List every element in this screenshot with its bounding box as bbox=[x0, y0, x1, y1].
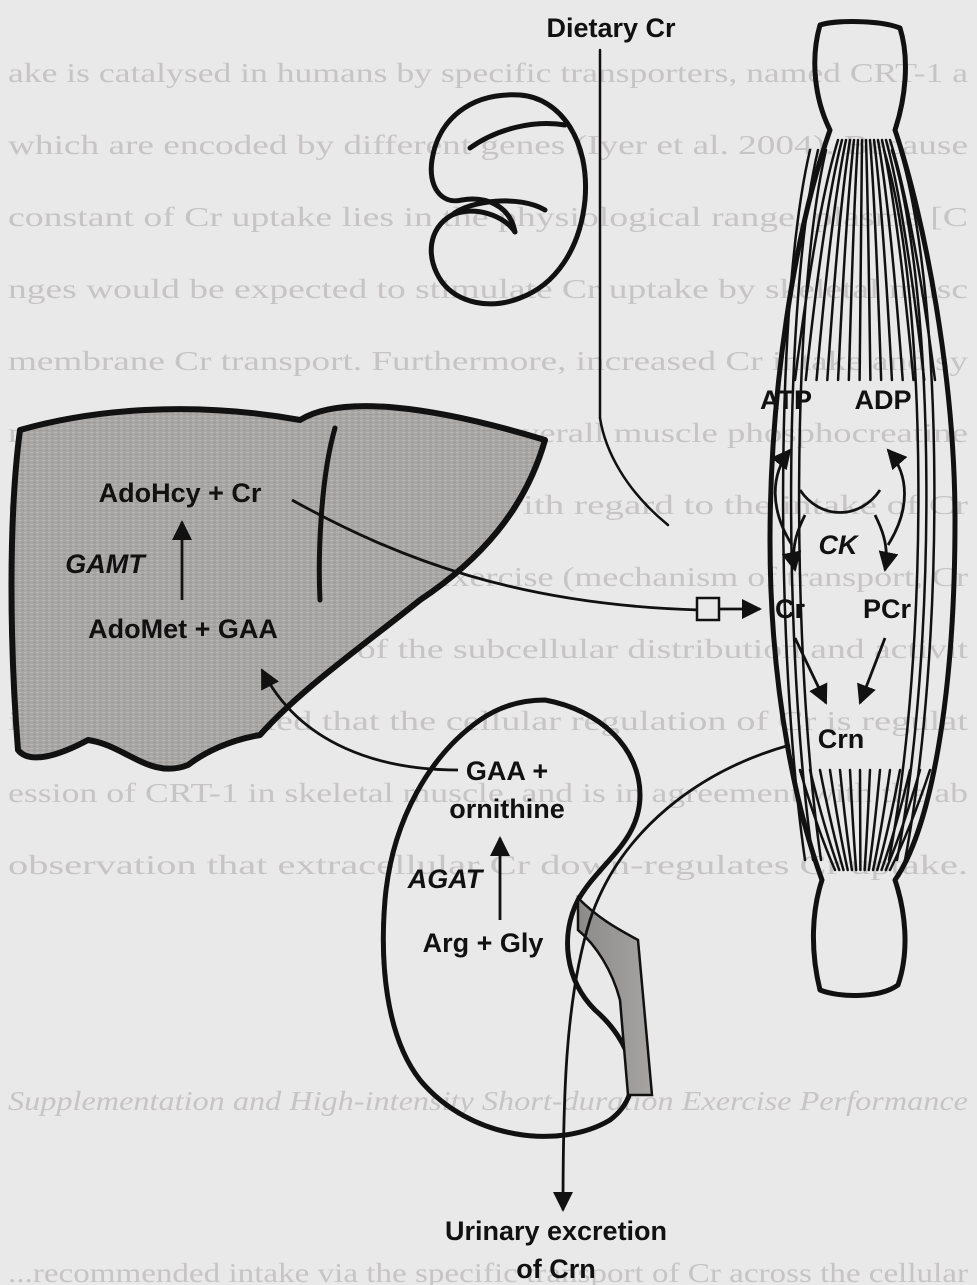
muscle-fiber-top bbox=[870, 140, 881, 380]
label-gaa: GAA + bbox=[466, 756, 548, 786]
crn-excretion-arrow bbox=[563, 745, 790, 1210]
background-text-line: membrane Cr transport. Furthermore, incr… bbox=[8, 346, 969, 376]
label-adp: ADP bbox=[854, 385, 911, 415]
label-gamt: GAMT bbox=[65, 549, 147, 579]
label-ornithine: ornithine bbox=[449, 794, 565, 824]
muscle-fiber-top bbox=[860, 140, 862, 380]
label-of-crn: of Crn bbox=[516, 1254, 595, 1284]
label-cr: Cr bbox=[775, 594, 805, 624]
label-agat: AGAT bbox=[407, 864, 485, 894]
label-arg-gly: Arg + Gly bbox=[423, 928, 544, 958]
muscle-fiber-top bbox=[866, 140, 870, 380]
label-urinary-excretion: Urinary excretion bbox=[445, 1216, 667, 1246]
creatine-transporter-box bbox=[697, 598, 719, 620]
label-adomet-gaa: AdoMet + GAA bbox=[88, 614, 278, 644]
label-dietary-cr: Dietary Cr bbox=[546, 13, 676, 43]
kidney-upper-outline bbox=[431, 95, 585, 304]
label-ck: CK bbox=[819, 530, 860, 560]
background-text-line: observation that extracellular Cr down-r… bbox=[8, 850, 968, 880]
background-text-line: ...recommended intake via the specific t… bbox=[8, 1258, 968, 1285]
label-crn: Crn bbox=[818, 724, 865, 754]
label-pcr: PCr bbox=[863, 594, 912, 624]
label-adohcy-cr: AdoHcy + Cr bbox=[99, 478, 262, 508]
background-text-line: ake is catalysed in humans by specific t… bbox=[8, 58, 968, 88]
background-section-heading: Supplementation and High-intensity Short… bbox=[8, 1086, 968, 1116]
label-atp: ATP bbox=[760, 385, 812, 415]
